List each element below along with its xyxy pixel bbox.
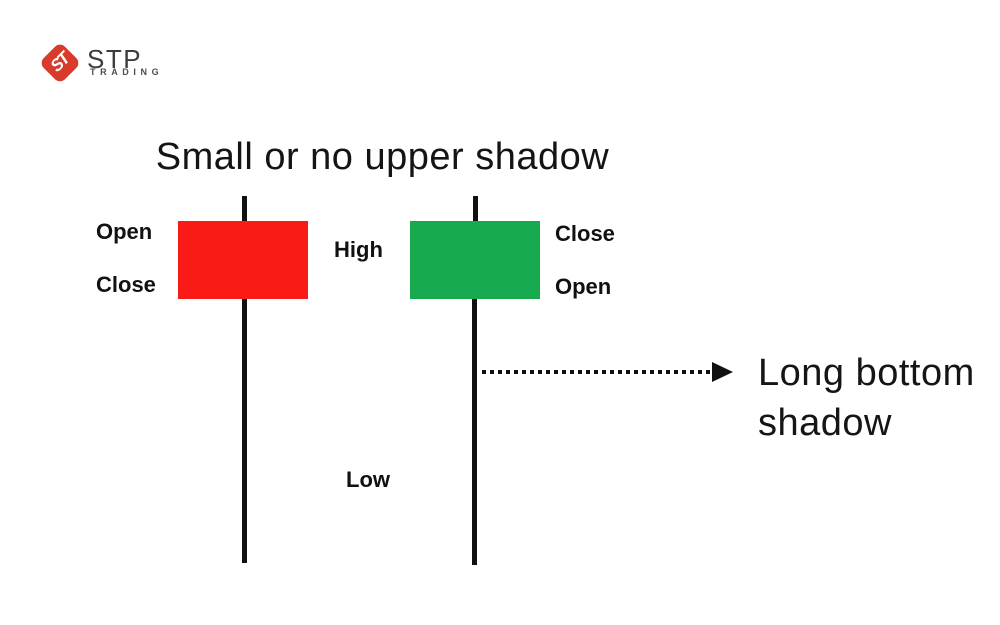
logo-subtitle: TRADING xyxy=(90,67,164,77)
logo-name: STP xyxy=(87,44,143,74)
arrow-head-icon xyxy=(712,362,733,382)
annotation-line-1: Long bottom xyxy=(758,352,975,394)
green-candle-open-label: Open xyxy=(555,274,612,299)
long-bottom-shadow-annotation: Long bottom shadow xyxy=(758,348,975,448)
green-candle-upper-shadow xyxy=(473,196,478,222)
stp-logo-icon: ST xyxy=(38,41,82,85)
red-candle-close-label: Close xyxy=(96,272,156,297)
annotation-line-2: shadow xyxy=(758,402,892,444)
green-candle-body xyxy=(410,221,540,299)
red-candle-body xyxy=(178,221,308,299)
logo-monogram: ST xyxy=(46,49,73,76)
red-candle-open-label: Open xyxy=(96,219,153,244)
red-candle-lower-shadow xyxy=(242,299,247,563)
green-candle-lower-shadow xyxy=(472,299,477,565)
dotted-arrow-line xyxy=(482,370,712,374)
low-label: Low xyxy=(346,467,390,492)
high-label: High xyxy=(334,237,383,262)
green-candle-close-label: Close xyxy=(555,221,615,246)
red-candle-upper-shadow xyxy=(242,196,247,222)
diagram-title: Small or no upper shadow xyxy=(155,136,610,178)
